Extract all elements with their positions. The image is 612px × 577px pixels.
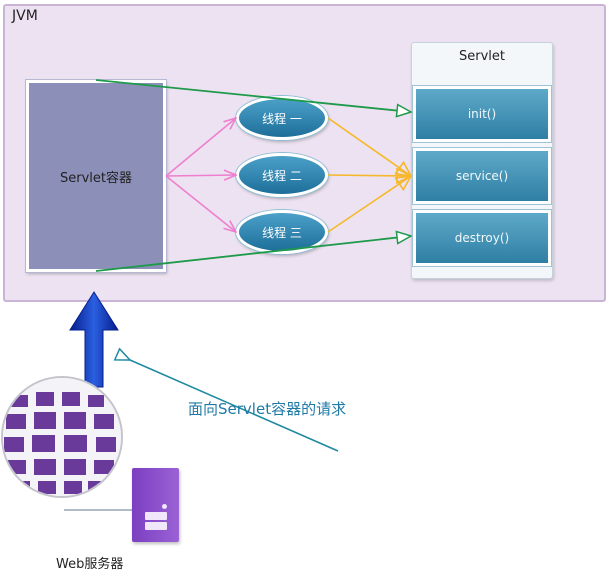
method-destroy: destroy() [413,210,551,266]
yellow-arrow-thread-1 [327,117,411,176]
method-init: init() [413,86,551,142]
request-label: 面向Servlet容器的请求 [188,400,347,418]
pink-arrow-to-thread-1 [165,118,236,177]
globe-icon [1,376,123,498]
method-init-label: init() [467,107,497,121]
yellow-arrow-thread-2 [327,175,411,176]
server-icon [132,468,179,542]
thread-1-label: 线程 一 [262,111,302,126]
method-service-label: service() [455,169,509,183]
request-up-arrow [69,291,119,388]
servlet-container-label: Servlet容器 [60,170,132,186]
web-server-label: Web服务器 [56,557,124,572]
pink-arrow-to-thread-2 [165,175,236,176]
method-destroy-label: destroy() [454,231,510,245]
thread-1: 线程 一 [236,96,328,140]
yellow-arrow-thread-3 [327,176,411,233]
green-arrow-to-destroy [95,236,411,272]
request-arrow [130,360,339,452]
servlet-title: Servlet [459,49,505,64]
thread-2: 线程 二 [236,153,328,197]
thread-3-label: 线程 三 [262,225,302,240]
method-service: service() [413,148,551,204]
pink-arrow-to-thread-3 [165,175,236,232]
jvm-label: JVM [12,8,38,24]
thread-2-label: 线程 二 [262,168,302,183]
green-arrow-to-init [95,79,411,112]
